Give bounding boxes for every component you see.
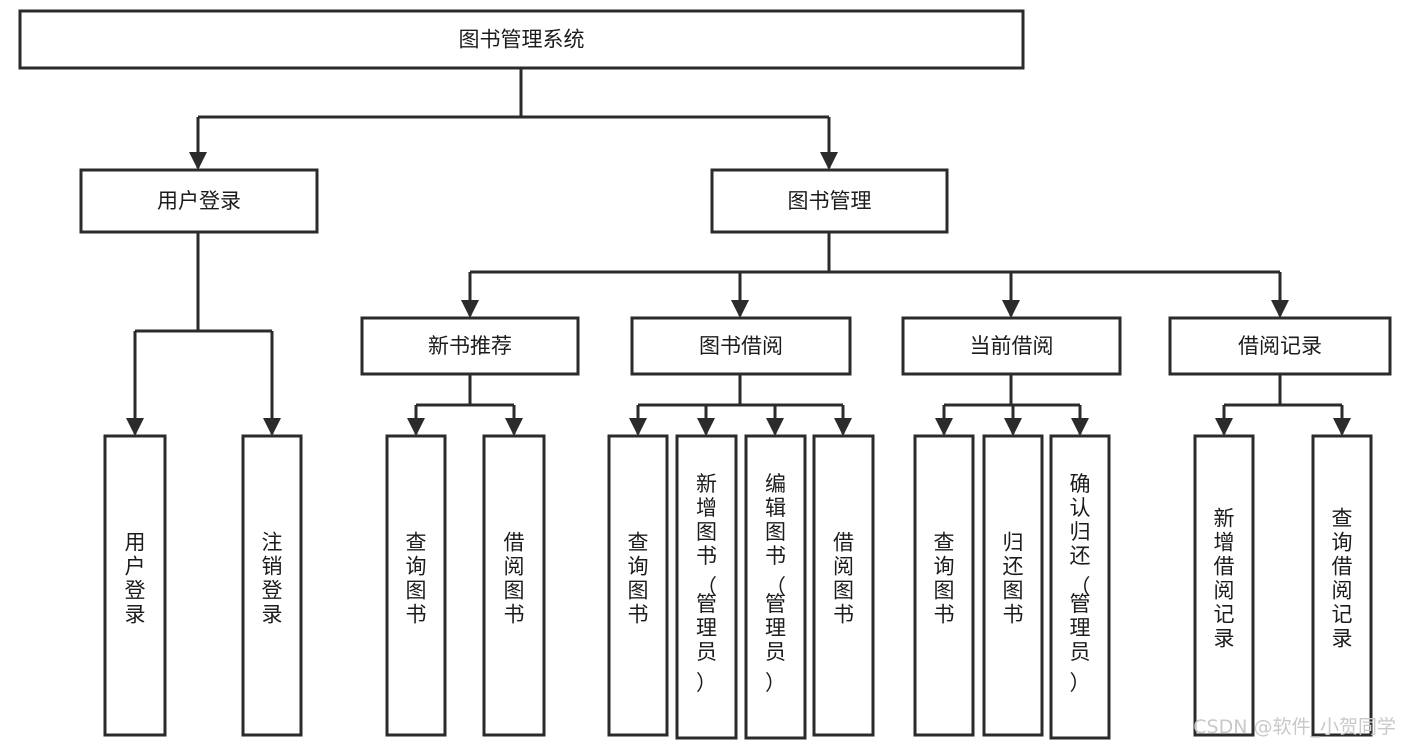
node-label: 图书管理 — [788, 189, 872, 213]
node-label: 归还图书 — [1003, 531, 1024, 627]
node-label: 用户登录 — [157, 189, 241, 213]
connector-new-book-to-leaves — [407, 374, 523, 436]
node-label: 借阅图书 — [833, 531, 854, 627]
node-box[interactable] — [1168, 316, 1392, 376]
node-box[interactable] — [607, 434, 669, 737]
node-label: 查询图书 — [406, 531, 427, 627]
node-label: 新书推荐 — [428, 334, 512, 358]
level1-node-1[interactable]: 用户登录 — [79, 168, 319, 234]
node-box[interactable] — [1049, 434, 1111, 740]
node-label: 新增图书（管理员） — [696, 472, 717, 695]
leaf-node-7[interactable]: 编辑图书（管理员） — [744, 434, 807, 740]
node-label: 查询借阅记录 — [1332, 507, 1353, 651]
arrow-head-icon — [189, 152, 207, 170]
arrow-head-icon — [820, 152, 838, 170]
level2-node-2[interactable]: 图书借阅 — [630, 316, 852, 376]
node-label: 借阅图书 — [504, 531, 525, 627]
arrow-head-icon — [1004, 418, 1022, 436]
leaf-node-1[interactable]: 用户登录 — [103, 434, 167, 737]
level1-node-2[interactable]: 图书管理 — [710, 168, 949, 234]
node-label: 用户登录 — [125, 531, 146, 627]
node-box[interactable] — [360, 316, 580, 376]
node-box[interactable] — [482, 434, 546, 737]
connector-borrow-to-leaves — [629, 374, 852, 436]
node-box[interactable] — [18, 9, 1025, 70]
arrow-head-icon — [1002, 300, 1020, 318]
node-box[interactable] — [901, 316, 1122, 376]
connector-layer — [126, 68, 1351, 436]
connector-root-to-level1 — [189, 68, 838, 170]
arrow-head-icon — [1271, 300, 1289, 318]
leaf-node-10[interactable]: 归还图书 — [982, 434, 1044, 737]
arrow-head-icon — [731, 300, 749, 318]
root-node-1[interactable]: 图书管理系统 — [18, 9, 1025, 70]
node-box[interactable] — [630, 316, 852, 376]
node-label: 图书借阅 — [699, 334, 783, 358]
node-label: 注销登录 — [262, 531, 283, 627]
leaf-node-3[interactable]: 查询图书 — [385, 434, 447, 737]
connector-current-borrow-to-leaves — [935, 374, 1089, 436]
arrow-head-icon — [263, 418, 281, 436]
arrow-head-icon — [505, 418, 523, 436]
connector-book-mgmt-to-level2 — [461, 232, 1289, 318]
arrow-head-icon — [461, 300, 479, 318]
arrow-head-icon — [834, 418, 852, 436]
arrow-head-icon — [697, 418, 715, 436]
level2-node-1[interactable]: 新书推荐 — [360, 316, 580, 376]
leaf-node-13[interactable]: 查询借阅记录 — [1311, 434, 1373, 737]
node-label: 查询图书 — [934, 531, 955, 627]
node-box[interactable] — [1311, 434, 1373, 737]
connector-records-to-leaves — [1215, 374, 1351, 436]
arrow-head-icon — [935, 418, 953, 436]
arrow-head-icon — [766, 418, 784, 436]
arrow-head-icon — [407, 418, 425, 436]
connector-user-login-to-leaves — [126, 232, 281, 436]
level2-node-4[interactable]: 借阅记录 — [1168, 316, 1392, 376]
node-label: 借阅记录 — [1238, 334, 1322, 358]
node-label: 当前借阅 — [970, 334, 1054, 358]
node-label: 新增借阅记录 — [1214, 507, 1235, 651]
node-box[interactable] — [79, 168, 319, 234]
csdn-watermark: CSDN @软件_小贺同学 — [1193, 716, 1396, 738]
arrow-head-icon — [1071, 418, 1089, 436]
level2-node-3[interactable]: 当前借阅 — [901, 316, 1122, 376]
node-box[interactable] — [241, 434, 303, 737]
node-box[interactable] — [675, 434, 738, 740]
leaf-node-9[interactable]: 查询图书 — [913, 434, 975, 737]
node-box[interactable] — [982, 434, 1044, 737]
node-layer: 图书管理系统用户登录图书管理新书推荐图书借阅当前借阅借阅记录用户登录注销登录查询… — [18, 9, 1392, 740]
node-box[interactable] — [385, 434, 447, 737]
node-label: 编辑图书（管理员） — [765, 472, 786, 695]
leaf-node-5[interactable]: 查询图书 — [607, 434, 669, 737]
arrow-head-icon — [126, 418, 144, 436]
node-box[interactable] — [744, 434, 807, 740]
leaf-node-6[interactable]: 新增图书（管理员） — [675, 434, 738, 740]
arrow-head-icon — [629, 418, 647, 436]
node-box[interactable] — [812, 434, 875, 737]
leaf-node-12[interactable]: 新增借阅记录 — [1193, 434, 1255, 737]
node-label: 图书管理系统 — [459, 28, 585, 52]
arrow-head-icon — [1215, 418, 1233, 436]
node-label: 查询图书 — [628, 531, 649, 627]
node-label: 确认归还（管理员） — [1070, 472, 1091, 695]
node-box[interactable] — [710, 168, 949, 234]
leaf-node-2[interactable]: 注销登录 — [241, 434, 303, 737]
leaf-node-4[interactable]: 借阅图书 — [482, 434, 546, 737]
leaf-node-8[interactable]: 借阅图书 — [812, 434, 875, 737]
leaf-node-11[interactable]: 确认归还（管理员） — [1049, 434, 1111, 740]
node-box[interactable] — [1193, 434, 1255, 737]
arrow-head-icon — [1333, 418, 1351, 436]
node-box[interactable] — [103, 434, 167, 737]
node-box[interactable] — [913, 434, 975, 737]
